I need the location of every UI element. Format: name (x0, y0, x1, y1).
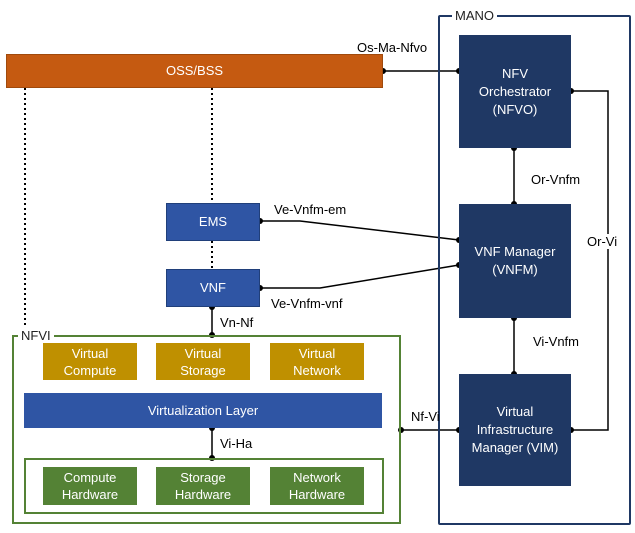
compute-hardware-box: Compute Hardware (43, 467, 137, 505)
nfvi-frame (12, 335, 401, 524)
ve-vnfm-vnf-line (260, 264, 460, 289)
nfvo-box: NFV Orchestrator (NFVO) (459, 35, 571, 148)
virtual-compute-box: Virtual Compute (43, 343, 137, 380)
virtual-storage-box: Virtual Storage (156, 343, 250, 380)
virtualization-layer-label: Virtualization Layer (147, 402, 259, 418)
nfvo-label: NFV Orchestrator (NFVO) (478, 65, 552, 117)
vn-nf-label: Vn-Nf (220, 315, 254, 330)
ems-box: EMS (166, 203, 260, 241)
mano-title: MANO (452, 8, 497, 23)
vnf-box: VNF (166, 269, 260, 307)
ve-vnfm-em-line (260, 220, 460, 241)
nf-vi-label: Nf-Vi (411, 409, 440, 424)
network-hardware-label: Network Hardware (288, 470, 346, 502)
storage-hardware-label: Storage Hardware (174, 470, 232, 502)
vnf-label: VNF (200, 280, 226, 295)
vi-vnfm-label: Vi-Vnfm (533, 334, 579, 349)
vnfm-label: VNF Manager (VNFM) (474, 244, 556, 277)
ems-label: EMS (198, 214, 228, 229)
nfvi-title: NFVI (18, 328, 54, 343)
virtual-storage-label: Virtual Storage (180, 345, 226, 378)
virtual-network-box: Virtual Network (270, 343, 364, 380)
vnfm-box: VNF Manager (VNFM) (459, 204, 571, 318)
oss-bss-box: OSS/BSS (6, 54, 383, 88)
storage-hardware-box: Storage Hardware (156, 467, 250, 505)
ve-vnfm-vnf-label: Ve-Vnfm-vnf (271, 296, 343, 311)
virtual-network-label: Virtual Network (293, 345, 341, 378)
or-vnfm-label: Or-Vnfm (531, 172, 581, 187)
vim-box: Virtual Infrastructure Manager (VIM) (459, 374, 571, 486)
mano-frame (438, 15, 631, 525)
network-hardware-box: Network Hardware (270, 467, 364, 505)
or-vi-label: Or-Vi (587, 234, 618, 249)
compute-hardware-label: Compute Hardware (61, 470, 119, 502)
vi-ha-label: Vi-Ha (220, 436, 253, 451)
virtualization-layer-box: Virtualization Layer (24, 393, 382, 428)
virtual-compute-label: Virtual Compute (63, 345, 117, 378)
ve-vnfm-em-label: Ve-Vnfm-em (274, 202, 347, 217)
oss-bss-label: OSS/BSS (165, 63, 224, 78)
hardware-frame (24, 458, 384, 514)
os-ma-nfvo-label: Os-Ma-Nfvo (357, 40, 428, 55)
or-vi-line (571, 90, 609, 431)
vim-label: Virtual Infrastructure Manager (VIM) (471, 404, 559, 455)
